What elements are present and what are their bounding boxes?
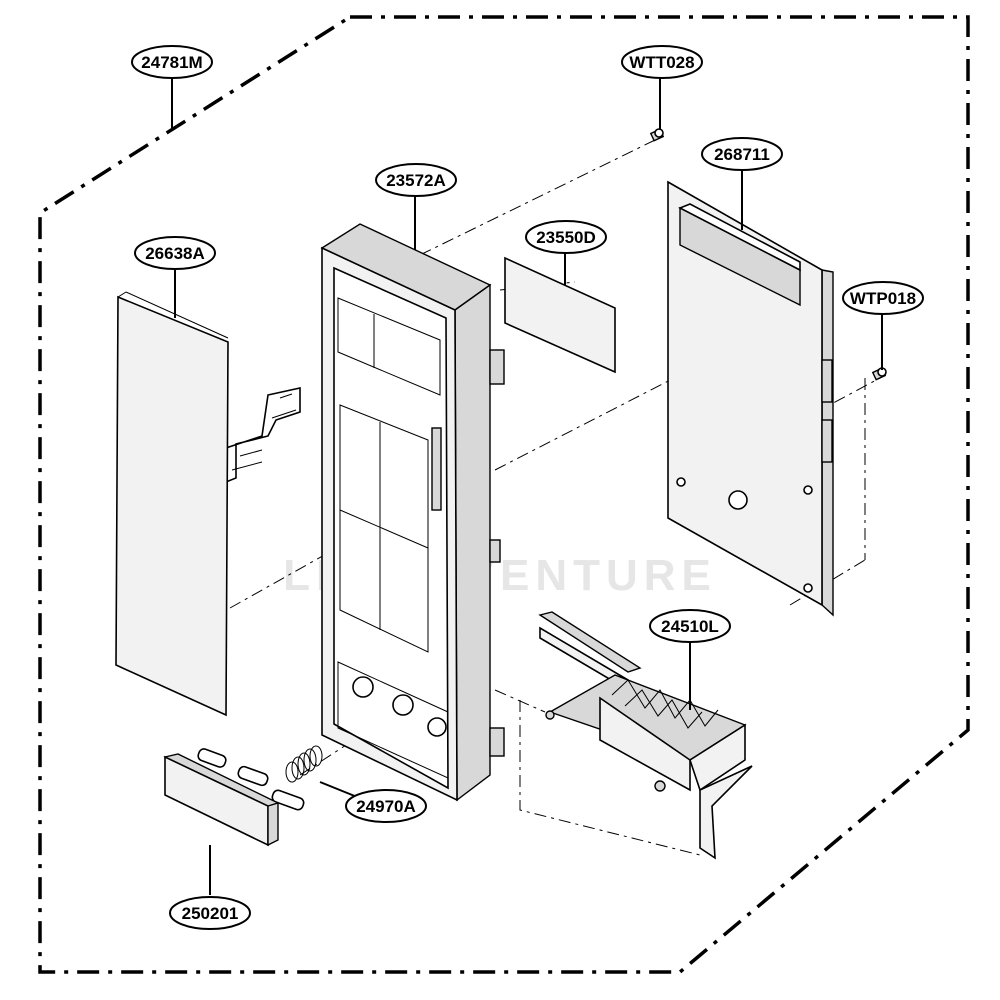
svg-text:23572A: 23572A bbox=[386, 171, 446, 190]
svg-text:23550D: 23550D bbox=[536, 228, 596, 247]
svg-text:250201: 250201 bbox=[182, 904, 239, 923]
svg-text:268711: 268711 bbox=[714, 145, 770, 164]
leader-lines bbox=[171, 77, 883, 895]
spring bbox=[285, 745, 323, 783]
svg-text:24970A: 24970A bbox=[356, 797, 416, 816]
control-panel-frame bbox=[320, 223, 505, 802]
label-control-panel: 23572A bbox=[375, 163, 457, 197]
screw-wtt028 bbox=[649, 128, 665, 142]
svg-text:WTP018: WTP018 bbox=[850, 289, 916, 308]
display-window bbox=[504, 256, 616, 374]
label-latch-lever: 24510L bbox=[649, 609, 731, 643]
label-screw-top: WTT028 bbox=[621, 45, 703, 79]
latch-lever bbox=[538, 611, 753, 860]
screw-wtp018 bbox=[871, 367, 887, 381]
label-spring: 24970A bbox=[345, 789, 427, 823]
label-button: 250201 bbox=[169, 896, 251, 930]
printed-circuit-board bbox=[667, 180, 834, 617]
label-screw-side: WTP018 bbox=[842, 281, 924, 315]
svg-text:24510L: 24510L bbox=[661, 617, 719, 636]
label-membrane: 26638A bbox=[134, 236, 216, 270]
svg-text:24781M: 24781M bbox=[141, 53, 202, 72]
membrane-switch bbox=[115, 291, 301, 717]
label-frame: 24781M bbox=[131, 45, 213, 79]
svg-text:WTT028: WTT028 bbox=[629, 53, 694, 72]
push-button bbox=[163, 748, 305, 847]
assembly-boundary bbox=[38, 15, 970, 974]
label-window: 23550D bbox=[525, 220, 607, 254]
label-pcb: 268711 bbox=[701, 137, 783, 171]
svg-text:26638A: 26638A bbox=[145, 244, 205, 263]
